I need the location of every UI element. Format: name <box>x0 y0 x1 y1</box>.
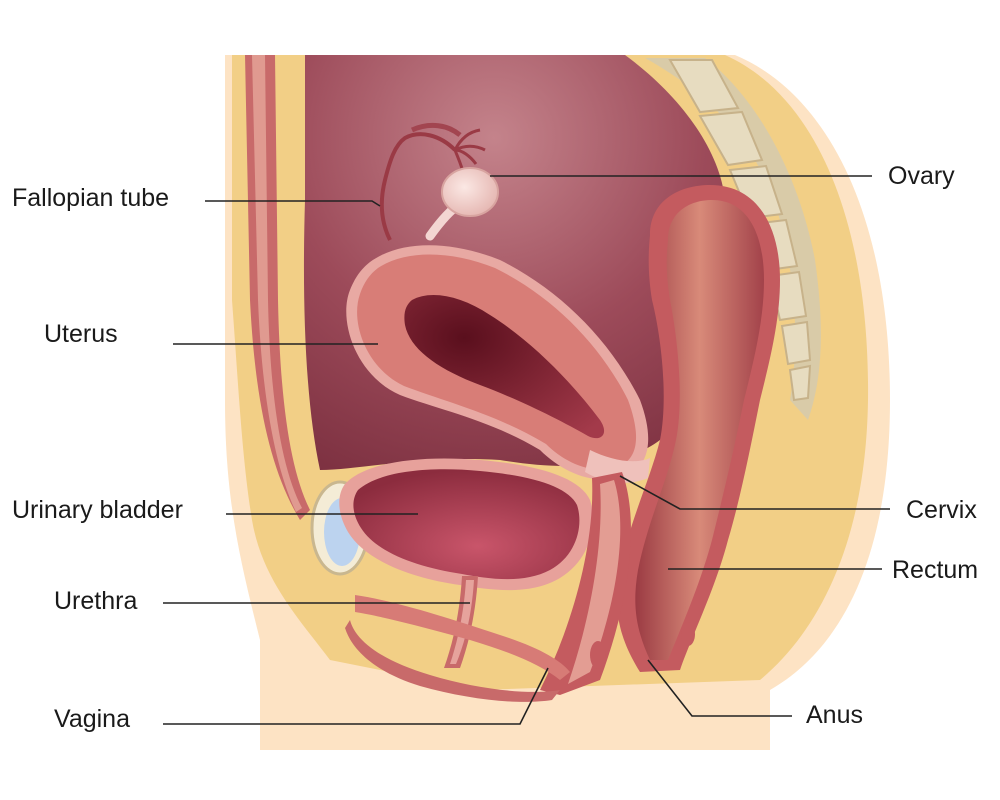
leader-anus <box>647 659 792 717</box>
label-urethra: Urethra <box>54 587 138 615</box>
uterine-cavity <box>404 295 605 439</box>
anal-sphincter-right <box>681 622 695 646</box>
leader-fallopian-tube <box>205 200 381 207</box>
cervix-shape <box>585 450 650 483</box>
leader-vagina <box>163 667 549 725</box>
leader-cervix <box>619 475 890 510</box>
label-cervix: Cervix <box>906 496 977 524</box>
label-fallopian-tube: Fallopian tube <box>12 184 170 212</box>
label-urinary-bladder: Urinary bladder <box>12 496 183 524</box>
label-uterus: Uterus <box>44 320 118 348</box>
urinary-bladder <box>339 458 593 591</box>
label-anus: Anus <box>806 701 863 729</box>
perineum-muscle <box>345 620 560 702</box>
pelvic-floor <box>355 595 570 680</box>
urethra-tube <box>450 580 474 664</box>
rectum-lumen <box>635 200 764 660</box>
ovary-shape <box>441 167 499 217</box>
label-ovary: Ovary <box>888 162 955 190</box>
vagina-lumen <box>568 480 621 684</box>
label-rectum: Rectum <box>892 556 979 584</box>
abdominal-wall-highlight <box>252 55 302 512</box>
uterus <box>346 245 650 483</box>
anal-sphincter-left <box>590 641 606 669</box>
label-vagina: Vagina <box>54 705 130 733</box>
leader-lines <box>163 175 890 725</box>
